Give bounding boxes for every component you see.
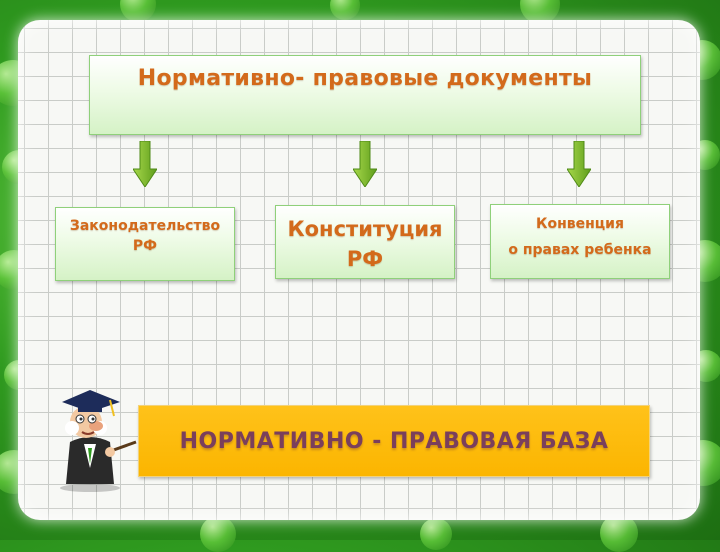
- box-line: Законодательство: [69, 218, 221, 234]
- professor-cartoon-icon: [60, 390, 137, 492]
- down-arrow-icon: [133, 141, 157, 187]
- box-line: Конституция: [287, 217, 443, 241]
- box-line: о правах ребенка: [508, 242, 652, 258]
- legislation-box: Законодательство РФ: [55, 207, 235, 281]
- box-line: РФ: [346, 247, 384, 271]
- down-arrow-icon: [567, 141, 591, 187]
- legal-base-text: НОРМАТИВНО - ПРАВОВАЯ БАЗА: [179, 429, 609, 454]
- constitution-box: Конституция РФ: [275, 205, 455, 279]
- box-line: Конвенция: [536, 216, 624, 232]
- box-line: РФ: [132, 238, 158, 254]
- down-arrow-icon: [353, 141, 377, 187]
- convention-box: Конвенция о правах ребенка: [490, 204, 670, 279]
- title-box: Нормативно- правовые документы: [89, 55, 641, 135]
- title-text: Нормативно- правовые документы: [137, 66, 593, 91]
- legal-base-banner: НОРМАТИВНО - ПРАВОВАЯ БАЗА: [138, 405, 650, 477]
